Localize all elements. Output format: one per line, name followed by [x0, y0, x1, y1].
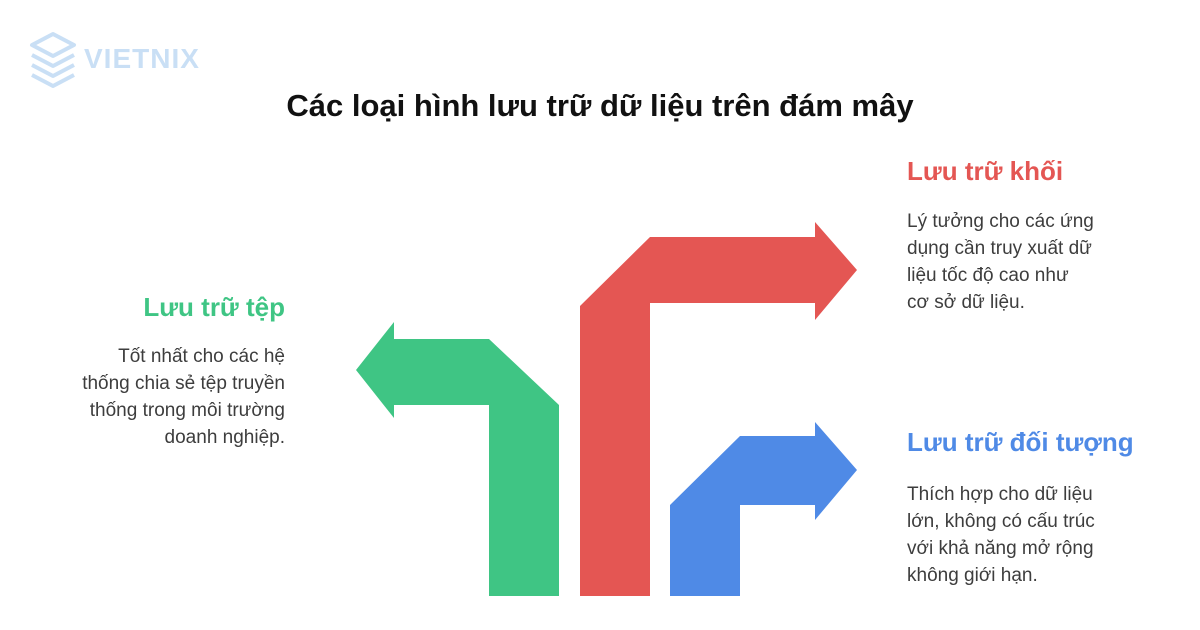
file-storage-arrowhead: [356, 322, 559, 418]
block-storage-arrowhead: [580, 222, 857, 320]
brand-name: VIETNIX: [84, 43, 200, 74]
object-storage-arrow: [670, 422, 857, 596]
file-storage-bar: [489, 405, 559, 596]
object-storage-heading: Lưu trữ đối tượng: [907, 427, 1134, 457]
stacked-layers-icon: [30, 32, 76, 88]
block-storage-description: Lý tưởng cho các ứng dụng cần truy xuất …: [907, 211, 1094, 313]
object-storage-arrowhead: [670, 422, 857, 520]
object-storage-bar: [670, 505, 740, 596]
file-storage-arrow: [356, 322, 559, 596]
block-storage-bar: [580, 306, 650, 596]
file-storage-heading: Lưu trữ tệp: [143, 292, 285, 322]
block-storage-arrow: [580, 222, 857, 596]
page-title: Các loại hình lưu trữ dữ liệu trên đám m…: [286, 88, 914, 123]
file-storage-description: Tốt nhất cho các hệ thống chia sẻ tệp tr…: [82, 346, 285, 448]
brand-logo: VIETNIX: [28, 30, 200, 88]
object-storage-description: Thích hợp cho dữ liệu lớn, không có cấu …: [907, 484, 1095, 586]
block-storage-heading: Lưu trữ khối: [907, 156, 1064, 186]
